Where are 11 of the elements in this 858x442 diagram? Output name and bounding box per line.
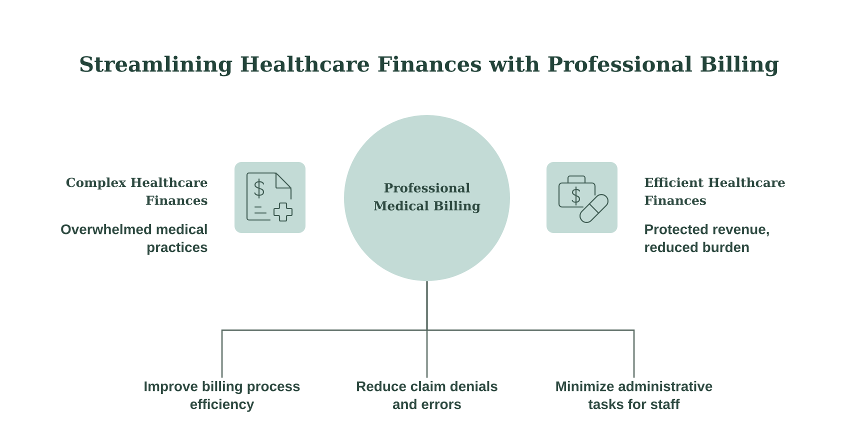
side-text: Overwhelmed medical practices bbox=[61, 224, 208, 255]
connector-line bbox=[426, 281, 635, 378]
branch-text: Minimize administrative tasks for staff bbox=[556, 381, 712, 410]
side-heading: Complex Healthcare Finances bbox=[66, 177, 208, 206]
branch-text: Improve billing process efficiency bbox=[144, 381, 300, 412]
icon-tile bbox=[234, 162, 306, 233]
branch-text: Reduce claim denials and errors bbox=[357, 381, 498, 410]
icon-tile bbox=[546, 162, 618, 233]
side-text: Protected revenue, reduced burden bbox=[645, 224, 769, 252]
side-heading: Efficient Healthcare Finances bbox=[644, 177, 785, 206]
title: Streamlining Healthcare Finances with Professional Billing bbox=[80, 56, 779, 76]
